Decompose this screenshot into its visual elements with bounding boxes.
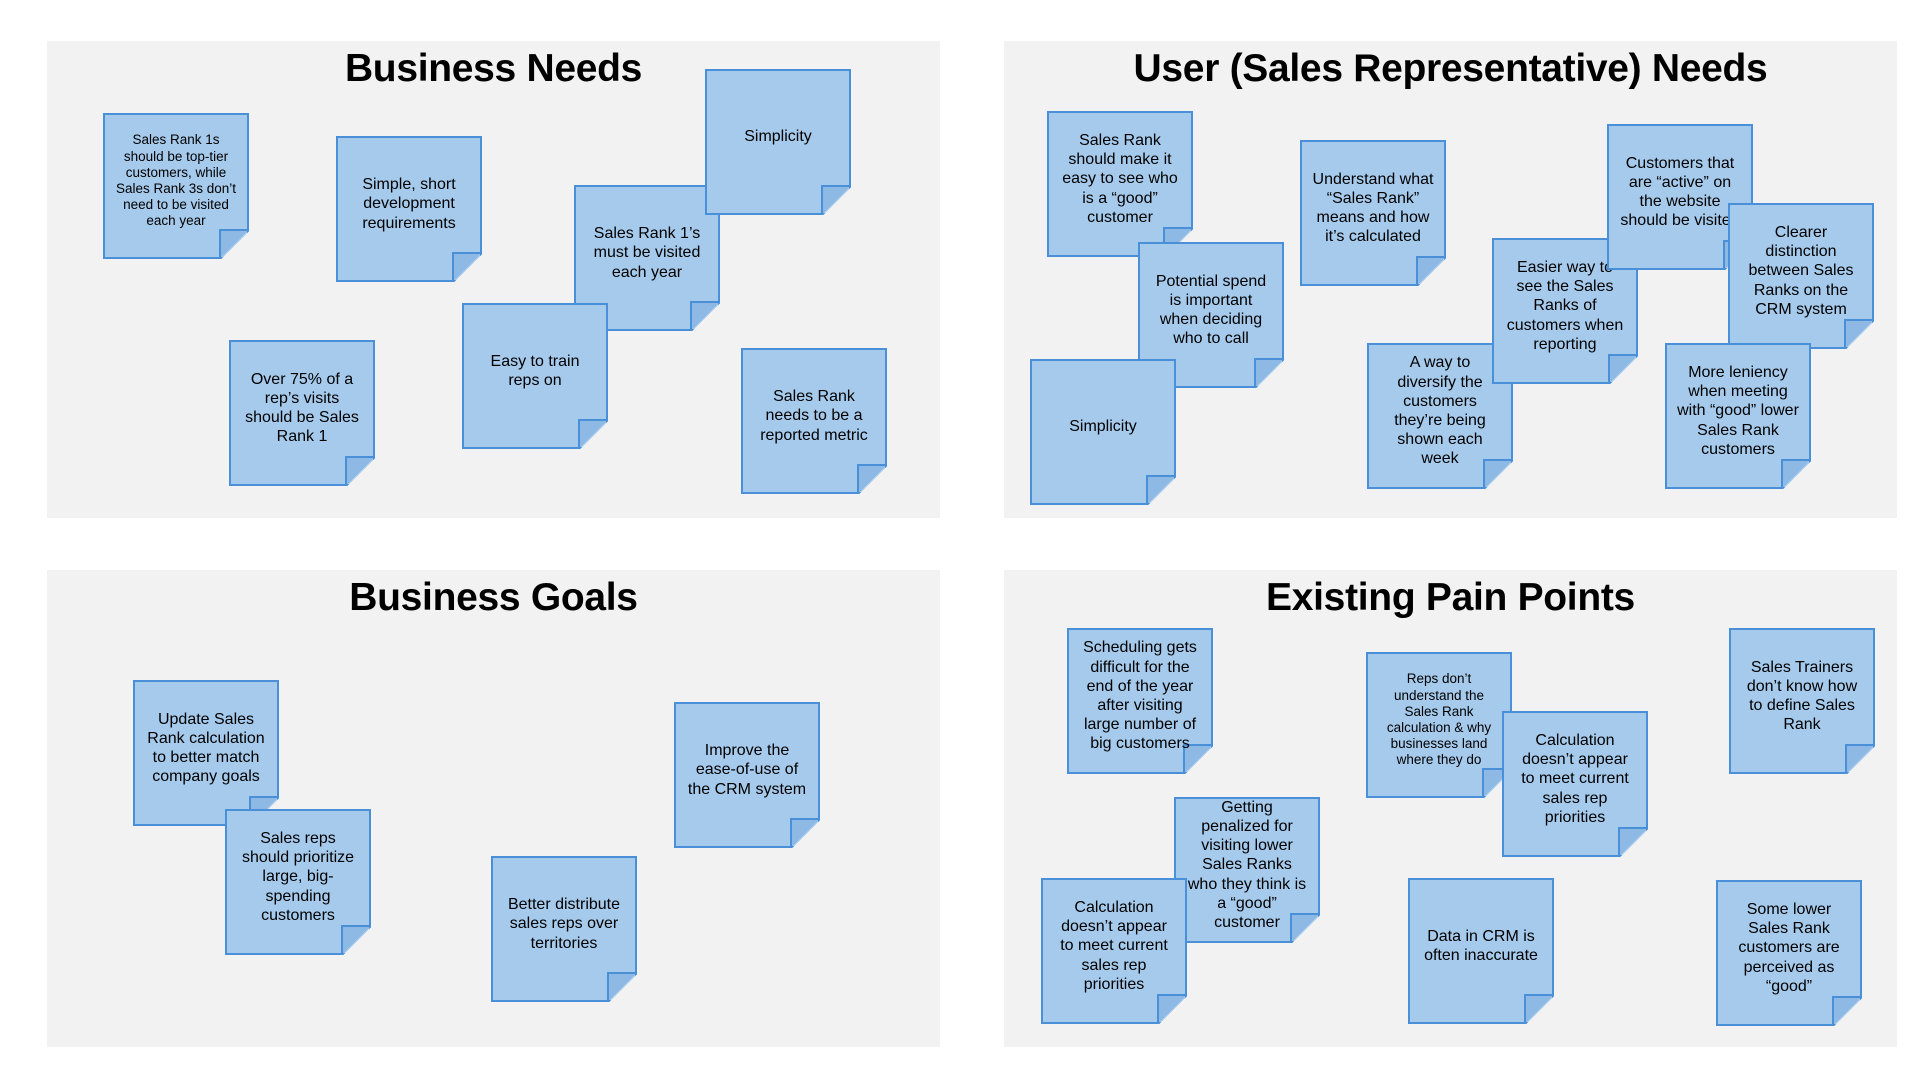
sticky-note-text: Some lower Sales Rank customers are perc… bbox=[1738, 901, 1840, 995]
folded-corner-icon bbox=[1832, 996, 1862, 1026]
sticky-note-text: Getting penalized for visiting lower Sal… bbox=[1187, 798, 1307, 931]
folded-corner-icon bbox=[578, 419, 608, 449]
folded-corner-icon bbox=[857, 464, 887, 494]
folded-corner-icon bbox=[1608, 354, 1638, 384]
folded-corner-icon bbox=[1524, 994, 1554, 1024]
sticky-note-text: More leniency when meeting with “good” l… bbox=[1677, 364, 1799, 458]
folded-corner-icon bbox=[1781, 459, 1811, 489]
sticky-note-text: Calculation doesn’t appear to meet curre… bbox=[1521, 732, 1629, 826]
sticky-note-text: Simple, short development requirements bbox=[362, 176, 456, 232]
sticky-note[interactable]: Update Sales Rank calculation to better … bbox=[133, 680, 279, 826]
sticky-note[interactable]: Scheduling gets difficult for the end of… bbox=[1067, 628, 1213, 774]
sticky-note[interactable]: Sales Rank needs to be a reported metric bbox=[741, 348, 887, 494]
pain-points-panel: Existing Pain Points Scheduling gets dif… bbox=[1004, 570, 1897, 1047]
folded-corner-icon bbox=[790, 818, 820, 848]
sticky-note[interactable]: Reps don’t understand the Sales Rank cal… bbox=[1366, 652, 1512, 798]
sticky-note[interactable]: Clearer distinction between Sales Ranks … bbox=[1728, 203, 1874, 349]
sticky-note-text: Sales Rank needs to be a reported metric bbox=[760, 388, 868, 444]
sticky-note[interactable]: A way to diversify the customers they’re… bbox=[1367, 343, 1513, 489]
folded-corner-icon bbox=[1618, 827, 1648, 857]
business-needs-title: Business Needs bbox=[344, 47, 643, 90]
sticky-note[interactable]: Data in CRM is often inaccurate bbox=[1408, 878, 1554, 1024]
folded-corner-icon bbox=[1254, 358, 1284, 388]
sticky-note-text: Clearer distinction between Sales Ranks … bbox=[1748, 224, 1854, 318]
sticky-note-text: Calculation doesn’t appear to meet curre… bbox=[1060, 899, 1168, 993]
user-needs-title: User (Sales Representative) Needs bbox=[1133, 47, 1768, 90]
sticky-note-text: Simplicity bbox=[744, 128, 812, 146]
sticky-note[interactable]: Simplicity bbox=[705, 69, 851, 215]
user-needs-panel: User (Sales Representative) Needs Sales … bbox=[1004, 41, 1897, 518]
sticky-note-text: Simplicity bbox=[1069, 418, 1137, 436]
folded-corner-icon bbox=[1157, 994, 1187, 1024]
sticky-note[interactable]: Calculation doesn’t appear to meet curre… bbox=[1502, 711, 1648, 857]
folded-corner-icon bbox=[1844, 319, 1874, 349]
sticky-note[interactable]: Getting penalized for visiting lower Sal… bbox=[1174, 797, 1320, 943]
folded-corner-icon bbox=[690, 301, 720, 331]
sticky-note-text: Reps don’t understand the Sales Rank cal… bbox=[1386, 671, 1492, 768]
sticky-note-text: Sales Rank 1s should be top-tier custome… bbox=[115, 132, 237, 229]
folded-corner-icon bbox=[452, 252, 482, 282]
sticky-note-text: Easier way to see the Sales Ranks of cus… bbox=[1506, 259, 1624, 353]
folded-corner-icon bbox=[1845, 744, 1875, 774]
sticky-note[interactable]: Simplicity bbox=[1030, 359, 1176, 505]
sticky-note-text: Sales Rank 1’s must be visited each year bbox=[593, 225, 701, 281]
sticky-note[interactable]: Easy to train reps on bbox=[462, 303, 608, 449]
sticky-note[interactable]: Improve the ease-of-use of the CRM syste… bbox=[674, 702, 820, 848]
sticky-note-text: Customers that are “active” on the websi… bbox=[1620, 154, 1740, 230]
sticky-note-text: Improve the ease-of-use of the CRM syste… bbox=[687, 742, 807, 798]
sticky-note-text: Sales reps should prioritize large, big-… bbox=[241, 830, 355, 924]
sticky-note-text: Understand what “Sales Rank” means and h… bbox=[1312, 170, 1434, 246]
sticky-note[interactable]: Calculation doesn’t appear to meet curre… bbox=[1041, 878, 1187, 1024]
sticky-note[interactable]: Sales Rank 1’s must be visited each year bbox=[574, 185, 720, 331]
sticky-note[interactable]: Simple, short development requirements bbox=[336, 136, 482, 282]
folded-corner-icon bbox=[219, 229, 249, 259]
sticky-note-text: Sales Rank should make it easy to see wh… bbox=[1062, 132, 1178, 226]
sticky-note-text: Scheduling gets difficult for the end of… bbox=[1083, 639, 1197, 753]
folded-corner-icon bbox=[1416, 256, 1446, 286]
folded-corner-icon bbox=[345, 456, 375, 486]
sticky-note-text: Data in CRM is often inaccurate bbox=[1424, 927, 1538, 964]
business-goals-panel: Business Goals Update Sales Rank calcula… bbox=[47, 570, 940, 1047]
sticky-note[interactable]: Sales Rank 1s should be top-tier custome… bbox=[103, 113, 249, 259]
folded-corner-icon bbox=[607, 972, 637, 1002]
sticky-note[interactable]: Understand what “Sales Rank” means and h… bbox=[1300, 140, 1446, 286]
sticky-note-text: Potential spend is important when decidi… bbox=[1155, 272, 1267, 348]
sticky-note[interactable]: Sales reps should prioritize large, big-… bbox=[225, 809, 371, 955]
sticky-note-text: Over 75% of a rep’s visits should be Sal… bbox=[245, 370, 359, 446]
sticky-note-text: Better distribute sales reps over territ… bbox=[507, 896, 621, 952]
sticky-note[interactable]: Over 75% of a rep’s visits should be Sal… bbox=[229, 340, 375, 486]
sticky-note-text: Sales Trainers don’t know how to define … bbox=[1746, 658, 1858, 734]
folded-corner-icon bbox=[341, 925, 371, 955]
sticky-note[interactable]: Better distribute sales reps over territ… bbox=[491, 856, 637, 1002]
sticky-note[interactable]: Sales Rank should make it easy to see wh… bbox=[1047, 111, 1193, 257]
sticky-note-text: Easy to train reps on bbox=[490, 352, 580, 389]
business-needs-panel: Business Needs Sales Rank 1s should be t… bbox=[47, 41, 940, 518]
sticky-note-text: A way to diversify the customers they’re… bbox=[1394, 354, 1486, 468]
folded-corner-icon bbox=[821, 185, 851, 215]
folded-corner-icon bbox=[1146, 475, 1176, 505]
sticky-note-text: Update Sales Rank calculation to better … bbox=[147, 710, 265, 786]
sticky-note[interactable]: More leniency when meeting with “good” l… bbox=[1665, 343, 1811, 489]
pain-points-title: Existing Pain Points bbox=[1266, 576, 1635, 619]
business-goals-title: Business Goals bbox=[349, 576, 638, 619]
sticky-note[interactable]: Some lower Sales Rank customers are perc… bbox=[1716, 880, 1862, 1026]
sticky-note[interactable]: Sales Trainers don’t know how to define … bbox=[1729, 628, 1875, 774]
